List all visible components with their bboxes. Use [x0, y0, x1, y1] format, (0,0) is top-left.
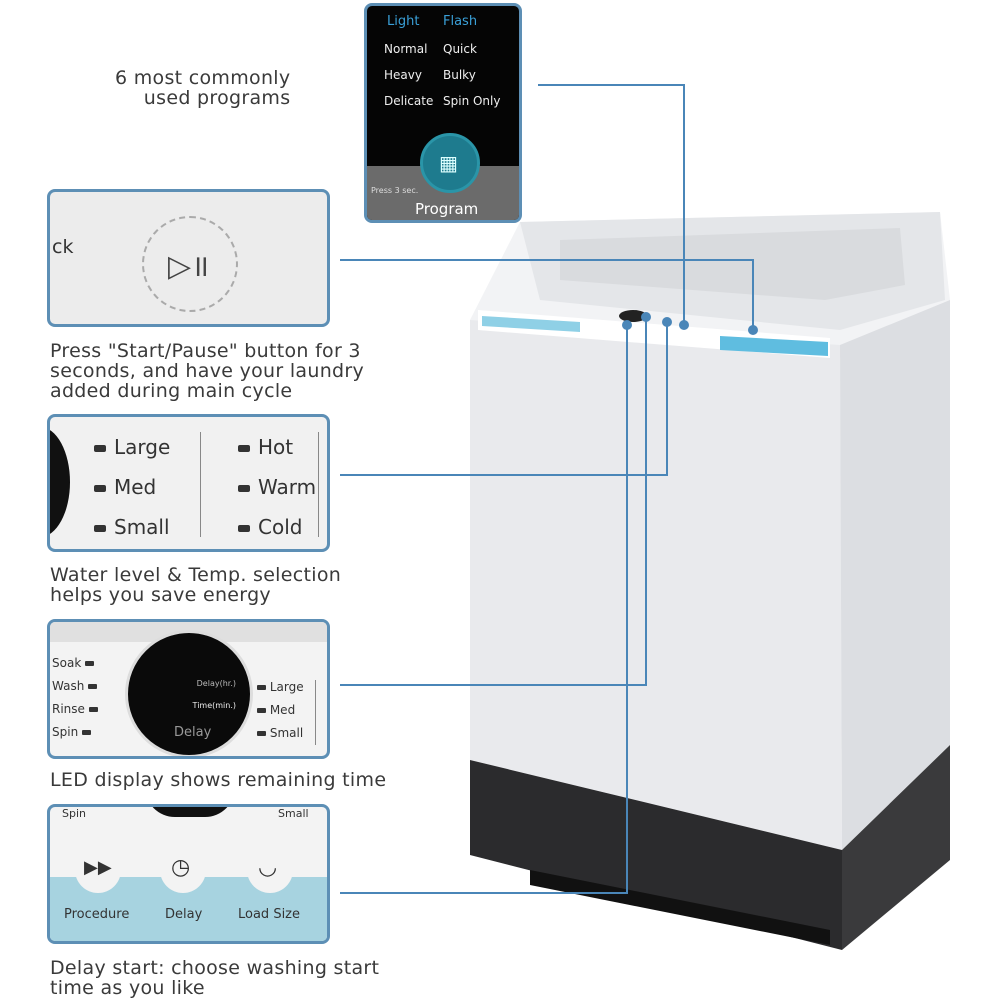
procedure-label: Procedure — [64, 907, 130, 922]
water-temp-card: Large Med Small Hot Warm Cold — [47, 414, 330, 552]
light-label: Light — [387, 14, 420, 29]
level-small: Small — [257, 726, 303, 740]
program-button[interactable]: ▦ — [420, 133, 480, 193]
caption-start-pause: Press "Start/Pause" button for 3 seconds… — [50, 340, 365, 402]
load-size-label: Load Size — [238, 907, 301, 922]
start-pause-card: ck ▷॥ — [47, 189, 330, 327]
program-bulky: Bulky — [443, 68, 476, 82]
play-pause-icon: ▷॥ — [168, 249, 210, 284]
clock-icon: ◷ — [171, 855, 191, 880]
load-size-button[interactable]: ◡ — [247, 847, 293, 893]
level-large: Large — [257, 680, 304, 694]
level-med: Med — [94, 475, 156, 499]
led-display-card: Soak Wash Rinse Spin Delay(hr.) Time(min… — [47, 619, 330, 759]
time-min-label: Time(min.) — [192, 701, 236, 710]
led-display: Delay(hr.) Time(min.) Delay — [125, 630, 253, 756]
level-med: Med — [257, 703, 295, 717]
program-quick: Quick — [443, 42, 477, 56]
small-partial: Small — [278, 807, 309, 820]
basin-icon: ◡ — [258, 855, 278, 880]
caption-programs: 6 most commonly used programs — [115, 67, 291, 109]
start-pause-button[interactable]: ▷॥ — [142, 216, 238, 312]
spin-partial: Spin — [62, 807, 86, 820]
delay-display-label: Delay — [174, 725, 212, 740]
lock-hint: Press 3 sec. — [371, 186, 419, 195]
delay-start-card: Spin Small ▶▶ ◷ ◡ Procedure Delay Load S… — [47, 804, 330, 944]
washer-side — [840, 300, 950, 850]
caption-led: LED display shows remaining time — [50, 769, 387, 791]
program-normal: Normal — [384, 42, 428, 56]
temp-hot: Hot — [238, 435, 293, 459]
stage-wash: Wash — [52, 679, 98, 693]
level-small: Small — [94, 515, 170, 539]
washer-front — [470, 320, 842, 850]
stage-soak: Soak — [52, 656, 95, 670]
program-label: Program — [415, 200, 479, 218]
caption-delay-start: Delay start: choose washing start time a… — [50, 957, 380, 999]
program-delicate: Delicate — [384, 94, 434, 108]
program-heavy: Heavy — [384, 68, 422, 82]
delay-button[interactable]: ◷ — [160, 847, 206, 893]
temp-cold: Cold — [238, 515, 302, 539]
marker-dot — [748, 325, 758, 335]
partial-label: ck — [52, 236, 74, 258]
temp-warm: Warm — [238, 475, 316, 499]
flash-label: Flash — [443, 14, 478, 29]
water-band-right — [720, 336, 828, 356]
delay-label: Delay — [165, 907, 203, 922]
delay-hr-label: Delay(hr.) — [196, 679, 236, 688]
fast-forward-icon: ▶▶ — [84, 857, 112, 878]
program-grid-icon: ▦ — [439, 151, 458, 175]
marker-dot — [679, 320, 689, 330]
washer-display — [619, 310, 647, 322]
marker-dot — [641, 312, 651, 322]
program-spin-only: Spin Only — [443, 94, 501, 108]
marker-dot — [662, 317, 672, 327]
washer-base — [470, 760, 842, 950]
caption-water-temp: Water level & Temp. selection helps you … — [50, 564, 342, 606]
level-large: Large — [94, 435, 170, 459]
stage-rinse: Rinse — [52, 702, 98, 716]
water-band-left — [482, 316, 580, 332]
program-panel-card: Light Flash Normal Quick Heavy Bulky Del… — [364, 3, 522, 223]
stage-spin: Spin — [52, 725, 92, 739]
marker-dot — [622, 320, 632, 330]
procedure-button[interactable]: ▶▶ — [75, 847, 121, 893]
